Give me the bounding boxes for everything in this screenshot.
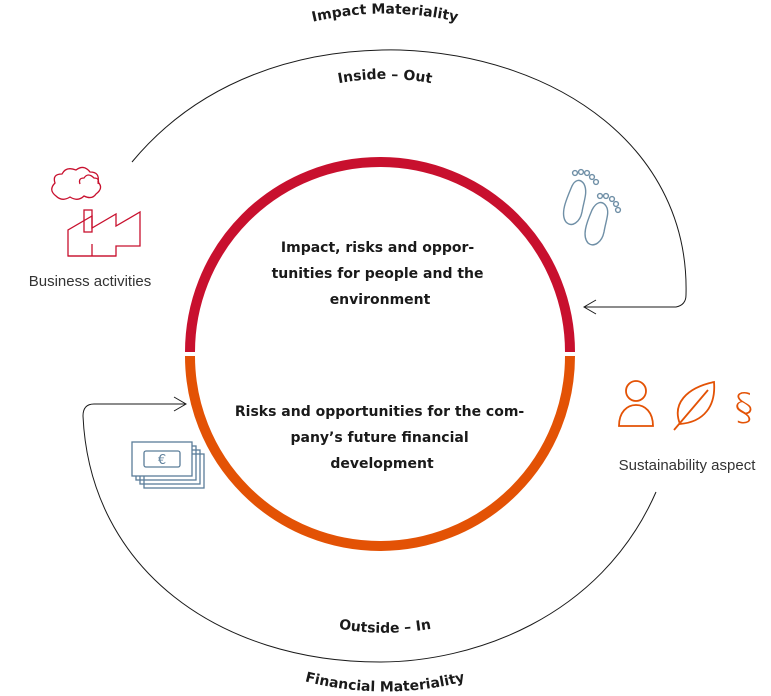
person-icon (618, 380, 654, 427)
euro-sign: € (158, 453, 166, 468)
inside-out-label: Inside – Out (337, 67, 434, 87)
financial-flow-arrowhead (173, 396, 187, 412)
impact-description-line-1: Impact, risks and oppor- (281, 240, 474, 256)
financial-description-line-2: pany’s future financial (290, 430, 468, 446)
impact-materiality-label: Impact Materiality (310, 2, 459, 26)
impact-flow-arrowhead (583, 299, 597, 315)
financial-description-line-1: Risks and opportunities for the com- (235, 404, 525, 420)
euro-banknotes-icon (131, 441, 205, 489)
business-activities-label: Business activities (29, 273, 152, 290)
impact-flow-arc (131, 49, 687, 308)
impact-ring-top-half (185, 157, 575, 353)
impact-description-line-3: environment (330, 292, 431, 308)
paragraph-sign-icon: § (735, 385, 754, 429)
financial-description-line-3: development (330, 456, 434, 472)
impact-description: Impact, risks and oppor- tunities for pe… (272, 240, 489, 308)
financial-flow-arc (82, 403, 657, 663)
outside-in-label: Outside – In (338, 617, 432, 637)
impact-description-line-2: tunities for people and the (272, 266, 484, 282)
factory-with-smoke-icon (51, 166, 141, 257)
financial-description: Risks and opportunities for the com- pan… (235, 404, 529, 472)
leaf-icon (673, 380, 716, 431)
financial-materiality-label: Financial Materiality (304, 670, 467, 696)
footprints-icon (562, 168, 622, 246)
financial-ring-bottom-half (185, 355, 575, 551)
sustainability-aspect-label: Sustainability aspect (619, 457, 757, 474)
